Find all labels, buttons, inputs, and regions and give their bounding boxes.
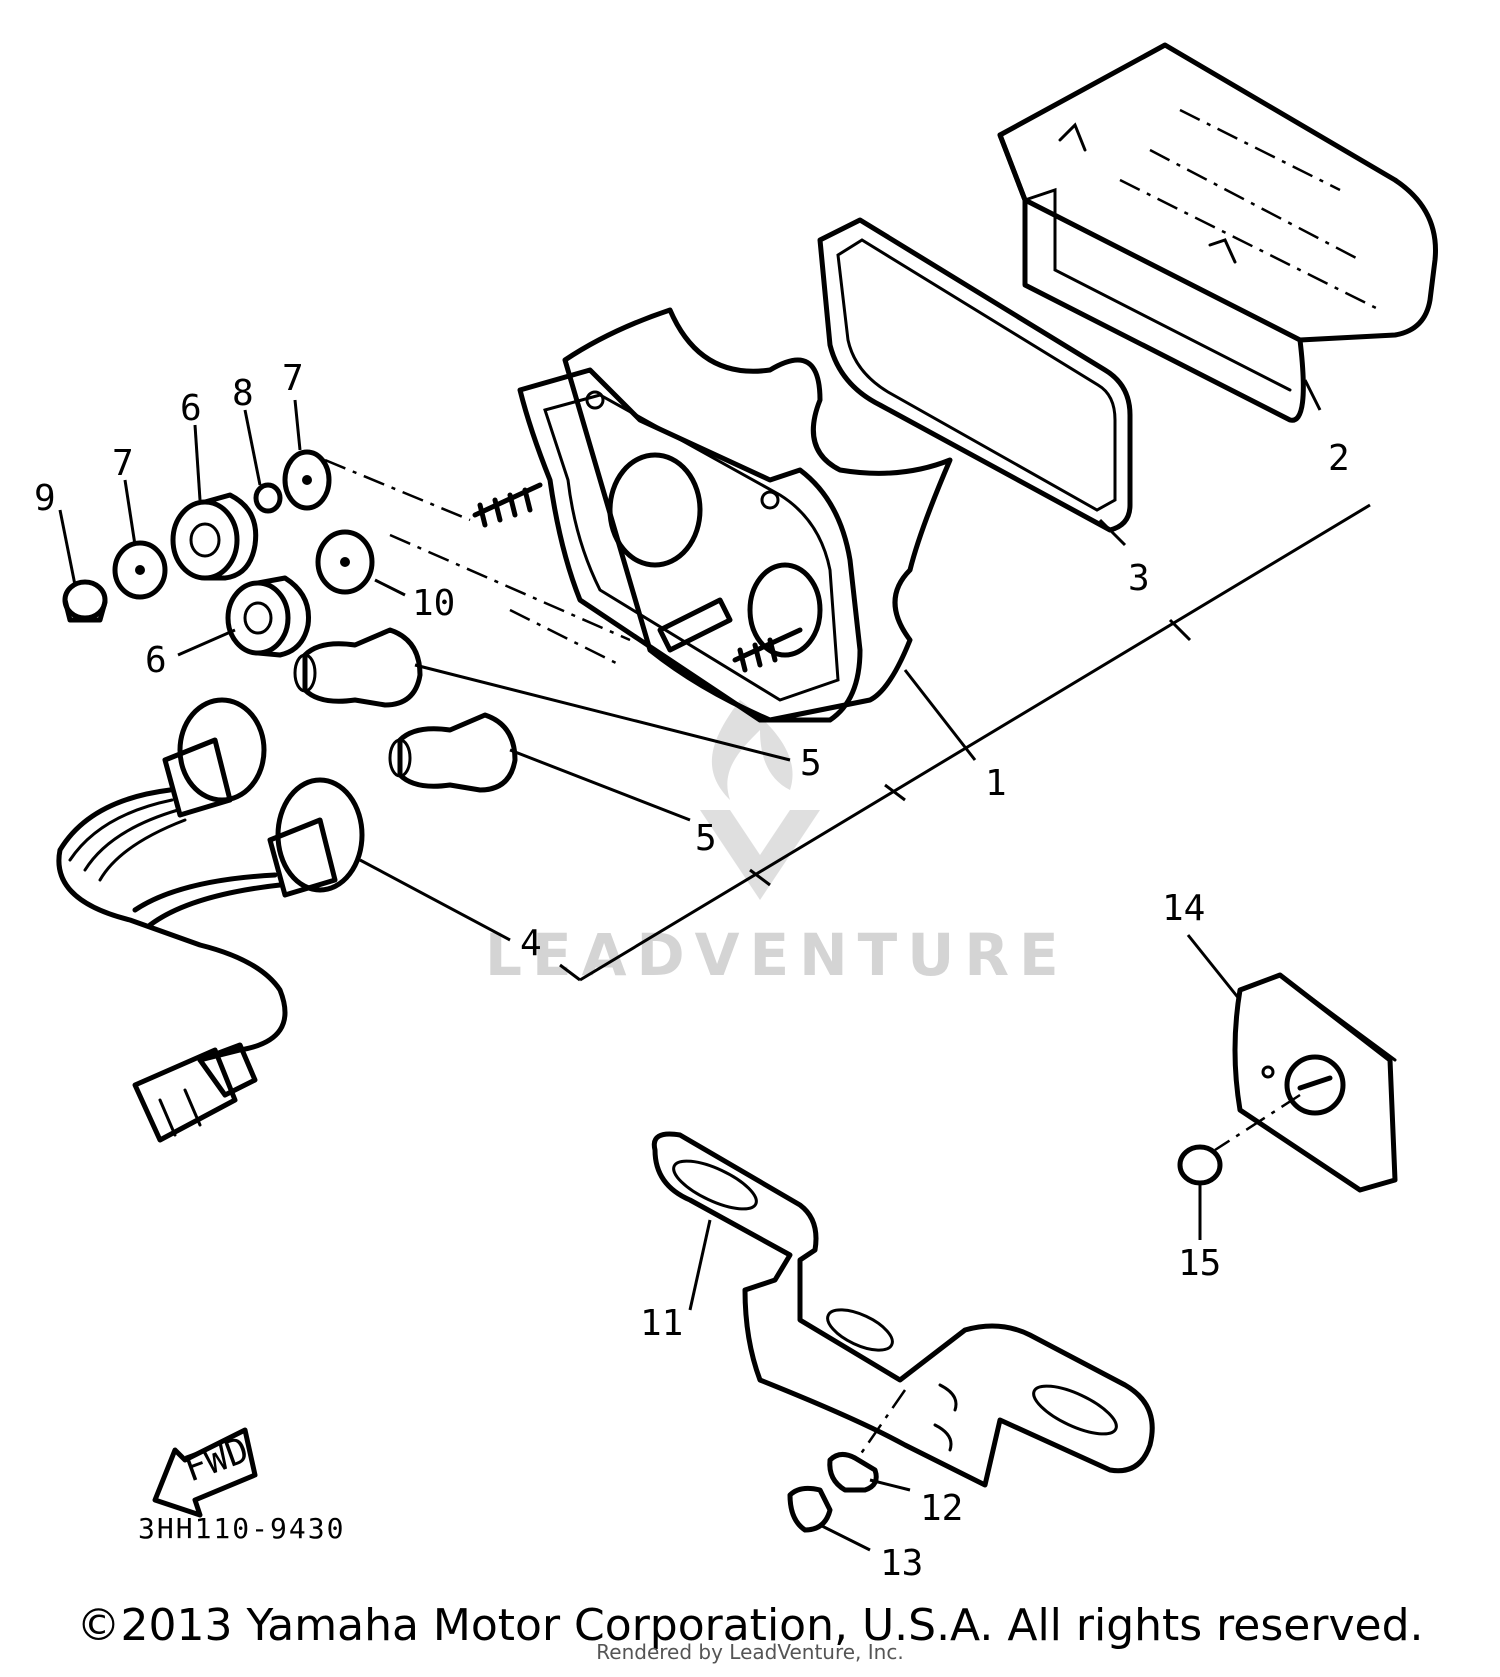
callout-9: 9 (34, 478, 56, 519)
callout-6-upper: 6 (180, 388, 202, 429)
part-2-lens (997, 42, 1438, 423)
rendered-by-notice: Rendered by LeadVenture, Inc. (596, 1640, 904, 1664)
part-11-bracket (651, 1131, 1155, 1533)
leader-lines (58, 379, 1371, 1552)
part-15-nut (1177, 1144, 1223, 1186)
callout-12: 12 (920, 1488, 963, 1529)
callout-4: 4 (520, 923, 542, 964)
callout-1: 1 (985, 763, 1007, 804)
callout-8: 8 (232, 373, 254, 414)
part-1-housing (472, 307, 953, 723)
part-7-washer-left (112, 540, 168, 600)
watermark-text: LEADVENTURE (485, 921, 1069, 989)
callout-7-right: 7 (282, 358, 304, 399)
part-10-washer (315, 529, 375, 595)
callout-10: 10 (412, 583, 455, 624)
callout-15: 15 (1178, 1243, 1221, 1284)
part-3-gasket (817, 217, 1133, 533)
watermark: LEADVENTURE (485, 700, 1069, 989)
part-4-socket-harness (56, 697, 365, 1143)
callout-5-upper: 5 (800, 743, 822, 784)
callout-14: 14 (1162, 888, 1205, 929)
callout-6-lower: 6 (145, 640, 167, 681)
callout-11: 11 (640, 1303, 683, 1344)
part-6-grommet-lower (225, 580, 291, 656)
callout-7-left: 7 (112, 443, 134, 484)
part-5-bulbs (293, 627, 518, 793)
part-13-nut (787, 1485, 833, 1533)
callout-2: 2 (1328, 438, 1350, 479)
part-12-collar (827, 1452, 879, 1493)
part-7-washer-right (282, 449, 332, 511)
part-6-grommet-upper (170, 499, 240, 581)
callout-13: 13 (880, 1543, 923, 1584)
callout-5-lower: 5 (695, 818, 717, 859)
part-9-nut (62, 579, 108, 621)
assembly-lines (324, 458, 631, 667)
fwd-arrow: FWD (152, 1427, 258, 1518)
part-8-spacer (253, 482, 283, 514)
reference-code: 3HH110-9430 (138, 1512, 346, 1545)
callouts: 1 2 3 4 5 5 6 6 7 7 8 9 10 11 12 13 14 1… (34, 358, 1350, 1584)
copyright-notice: ©2013 Yamaha Motor Corporation, U.S.A. A… (76, 1600, 1424, 1651)
callout-3: 3 (1128, 558, 1150, 599)
small-parts (62, 449, 375, 658)
part-14-license-lamp (1177, 972, 1398, 1193)
